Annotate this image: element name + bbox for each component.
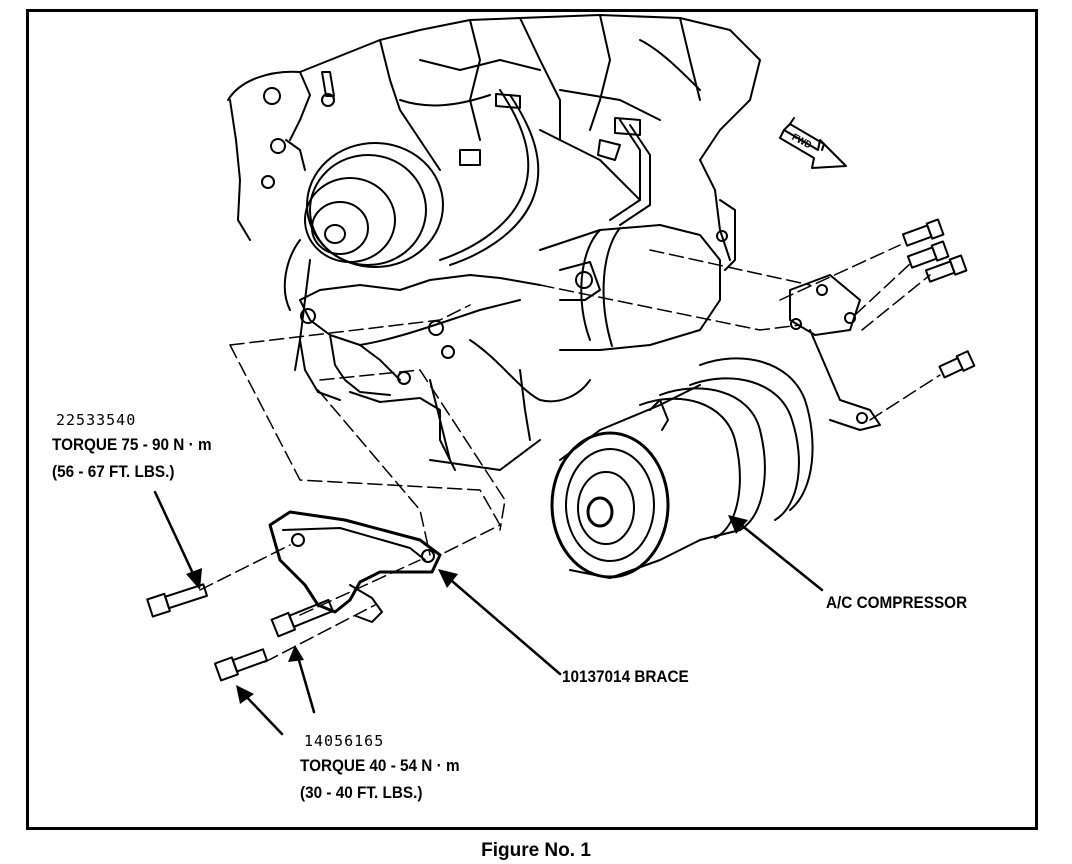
water-pump-pulley: [283, 142, 444, 371]
ac-compressor-label: A/C COMPRESSOR: [826, 593, 968, 612]
brace-label: 10137014 BRACE: [562, 667, 689, 686]
leader-arrows: [153, 490, 824, 736]
lower-bolt-part-number: 14056165: [304, 732, 385, 750]
starter-motor: [429, 224, 721, 471]
figure-frame: [26, 9, 1038, 830]
fwd-direction-arrow: [779, 117, 847, 169]
lower-bolt-torque-nm: TORQUE 40 - 54 N · m: [300, 756, 460, 775]
figure-caption: Figure No. 1: [481, 840, 591, 861]
brace-graphic: [268, 510, 442, 623]
lower-bolt-torque-ftlbs: (30 - 40 FT. LBS.): [300, 783, 423, 802]
mounting-bracket: [299, 274, 541, 471]
engine-block: [227, 14, 761, 271]
compressor-bolts: [901, 218, 976, 379]
upper-bolt-part-number: 22533540: [56, 411, 137, 429]
alignment-lines: [199, 244, 941, 663]
arrowheads: [186, 515, 748, 704]
upper-bolt-torque-ftlbs: (56 - 67 FT. LBS.): [52, 462, 175, 481]
upper-bolt-torque-nm: TORQUE 75 - 90 N · m: [52, 435, 212, 454]
brace-bolts: [146, 583, 334, 682]
